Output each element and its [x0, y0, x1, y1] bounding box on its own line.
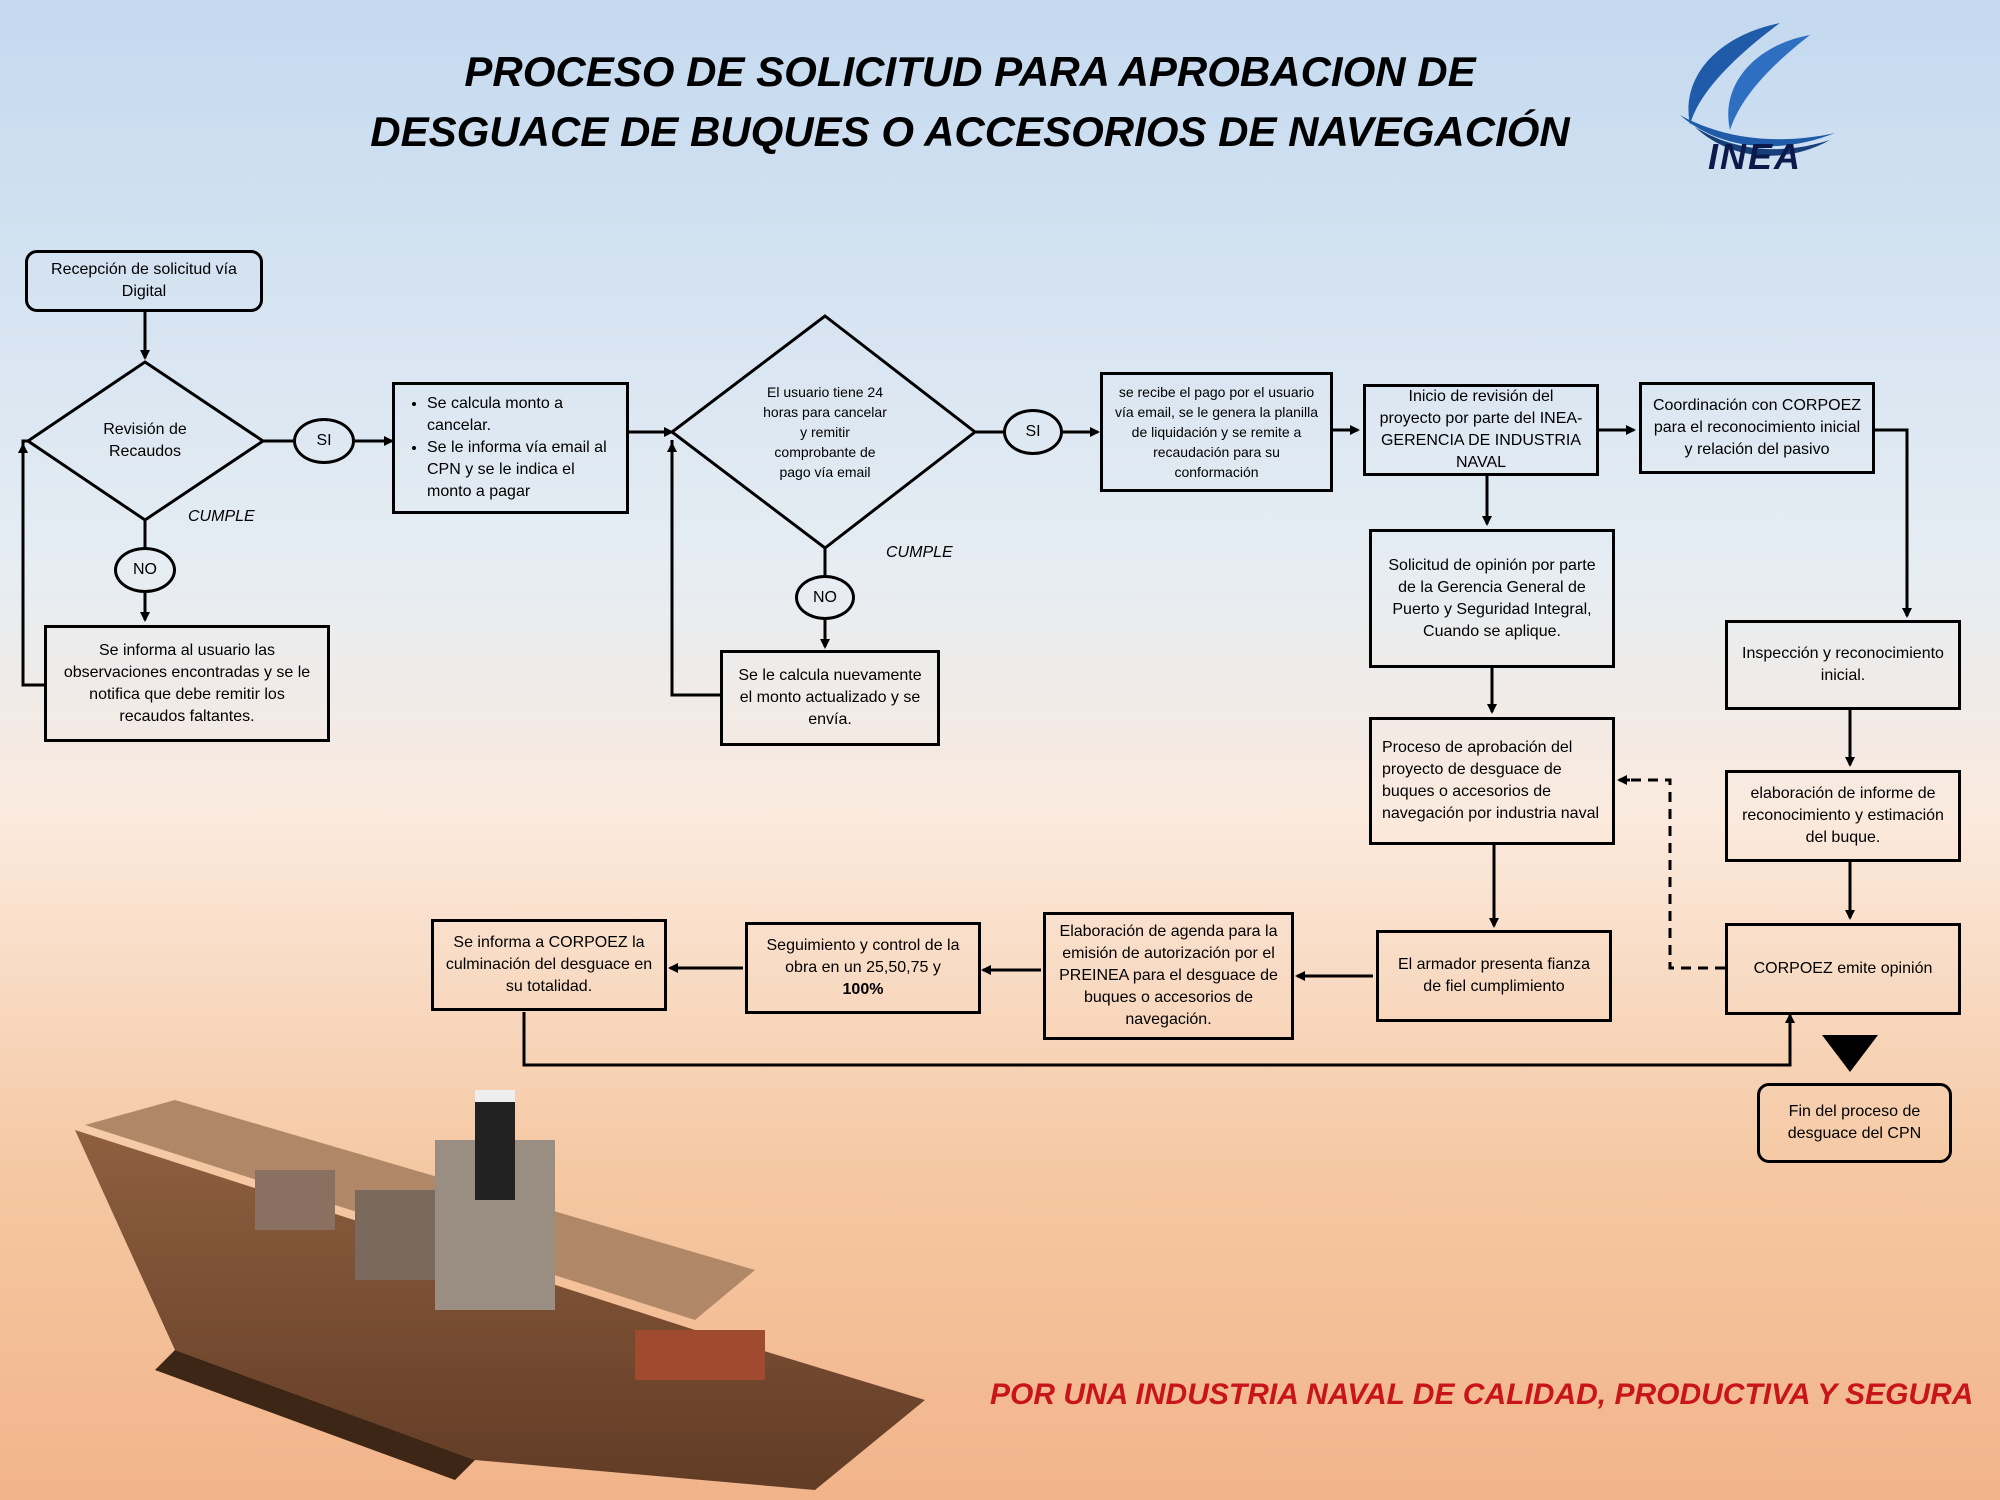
recibe-pago-box: se recibe el pago por el usuario vía ema…	[1100, 372, 1333, 492]
rusty-ship-photo-icon	[75, 1090, 925, 1490]
calcula-monto-item-2: Se le informa vía email al CPN y se le i…	[427, 437, 616, 503]
calcula-monto-list: Se calcula monto a cancelar. Se le infor…	[405, 393, 616, 503]
title-line-1: PROCESO DE SOLICITUD PARA APROBACION DE	[464, 48, 1476, 95]
recalcula-box: Se le calcula nuevamente el monto actual…	[720, 650, 940, 746]
elaboracion-informe-box: elaboración de informe de reconocimiento…	[1725, 770, 1961, 862]
informa-corpoez-box: Se informa a CORPOEZ la culminación del …	[431, 919, 667, 1011]
no-label-2: NO	[795, 575, 855, 620]
corpoez-opinion-box: CORPOEZ emite opinión	[1725, 923, 1961, 1015]
calcula-monto-item-1: Se calcula monto a cancelar.	[427, 393, 616, 437]
elaboracion-agenda-box: Elaboración de agenda para la emisión de…	[1043, 912, 1294, 1040]
recepcion-box: Recepción de solicitud vía Digital	[25, 250, 263, 312]
coordinacion-box: Coordinación con CORPOEZ para el reconoc…	[1639, 382, 1875, 474]
seguimiento-text: Seguimiento y control de la obra en un 2…	[766, 937, 960, 976]
proceso-aprobacion-box: Proceso de aprobación del proyecto de de…	[1369, 717, 1615, 845]
no-label-1: NO	[114, 547, 176, 593]
informa-usuario-box: Se informa al usuario las observaciones …	[44, 625, 330, 742]
si-label-1: SI	[293, 418, 355, 464]
slogan: POR UNA INDUSTRIA NAVAL DE CALIDAD, PROD…	[990, 1378, 1974, 1411]
cumple-label-2: CUMPLE	[886, 544, 953, 561]
si-label-2: SI	[1003, 409, 1063, 455]
usuario-tiene-diamond-label: El usuario tiene 24 horas para cancelar …	[763, 384, 887, 480]
calcula-monto-box: Se calcula monto a cancelar. Se le infor…	[392, 382, 629, 514]
seguimiento-bold: 100%	[842, 981, 884, 998]
page-title: PROCESO DE SOLICITUD PARA APROBACION DE …	[300, 42, 1640, 162]
inicio-revision-box: Inicio de revisión del proyecto por part…	[1363, 384, 1599, 476]
revision-diamond-label: Revisión de Recaudos	[103, 421, 187, 460]
solicitud-opinion-box: Solicitud de opinión por parte de la Ger…	[1369, 529, 1615, 668]
fin-proceso-box: Fin del proceso de desguace del CPN	[1757, 1083, 1952, 1163]
seguimiento-box: Seguimiento y control de la obra en un 2…	[745, 922, 981, 1014]
armador-fianza-box: El armador presenta fianza de fiel cumpl…	[1376, 930, 1612, 1022]
inea-wave-logo-icon	[1680, 23, 1835, 156]
cumple-label-1: CUMPLE	[188, 508, 255, 525]
logo-text: INEA	[1707, 136, 1802, 177]
title-line-2: DESGUACE DE BUQUES O ACCESORIOS DE NAVEG…	[370, 108, 1570, 155]
inspeccion-box: Inspección y reconocimiento inicial.	[1725, 620, 1961, 710]
